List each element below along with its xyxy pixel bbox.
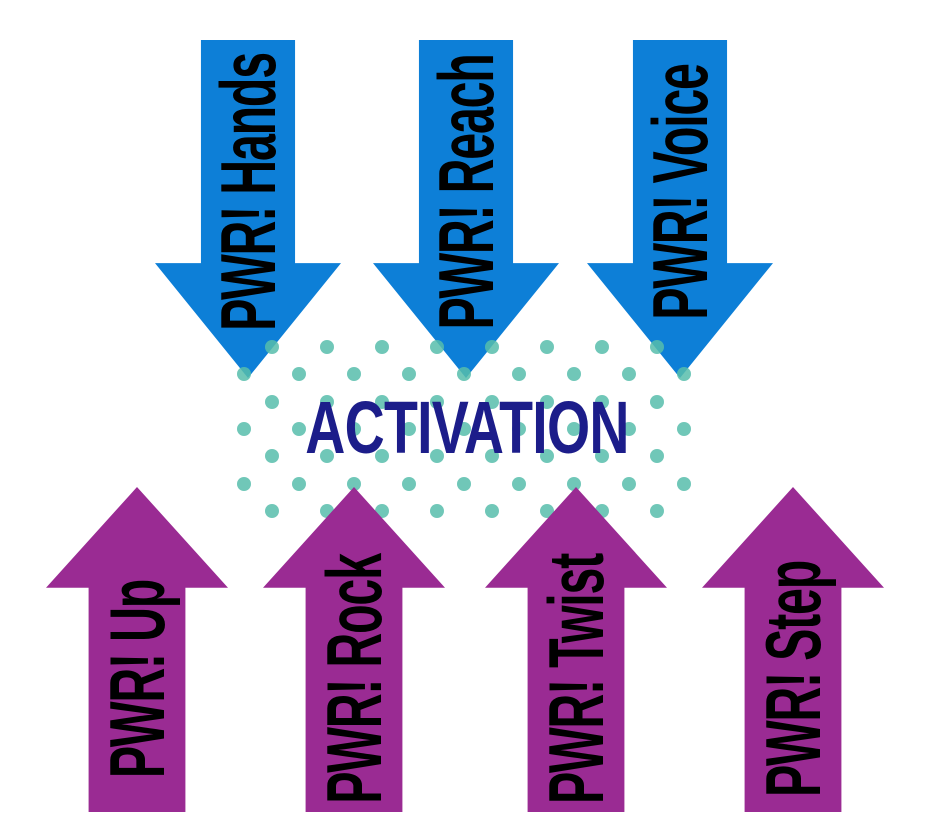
teal-dot [650, 394, 664, 409]
teal-dot [292, 421, 306, 436]
teal-dot [622, 476, 636, 491]
arrow-label-pwr-reach: PWR! Reach [422, 54, 510, 330]
teal-dot [265, 503, 279, 518]
arrow-up-pwr-up: PWR! Up [46, 487, 228, 812]
arrow-down-pwr-voice: PWR! Voice [587, 40, 773, 378]
teal-dot [512, 476, 526, 491]
arrow-label-pwr-rock: PWR! Rock [310, 554, 398, 804]
arrow-down-pwr-hands: PWR! Hands [155, 40, 341, 378]
arrow-up-pwr-rock: PWR! Rock [263, 487, 445, 812]
teal-dot [402, 367, 416, 382]
arrow-down-pwr-reach: PWR! Reach [373, 40, 559, 378]
teal-dot [430, 503, 444, 518]
teal-dot [237, 421, 251, 436]
teal-dot [677, 421, 691, 436]
teal-dot [650, 449, 664, 464]
arrow-label-pwr-step: PWR! Step [749, 560, 837, 797]
teal-dot [567, 476, 581, 491]
teal-dot [457, 476, 471, 491]
teal-dot [650, 503, 664, 518]
teal-dot [677, 476, 691, 491]
arrow-label-pwr-twist: PWR! Twist [532, 553, 620, 804]
teal-dot [567, 367, 581, 382]
arrow-label-pwr-hands: PWR! Hands [204, 53, 292, 331]
teal-dot [512, 367, 526, 382]
teal-dot [320, 340, 334, 354]
teal-dot [402, 476, 416, 491]
teal-dot [292, 476, 306, 491]
teal-dot [347, 367, 361, 382]
teal-dot [540, 340, 554, 354]
teal-dot [622, 367, 636, 382]
arrow-label-pwr-voice: PWR! Voice [636, 64, 724, 320]
teal-dot [265, 394, 279, 409]
activation-title: ACTIVATION [305, 386, 629, 469]
teal-dot [485, 503, 499, 518]
arrow-up-pwr-twist: PWR! Twist [485, 487, 667, 812]
arrow-label-pwr-up: PWR! Up [93, 579, 181, 778]
teal-dot [595, 340, 609, 354]
teal-dot [375, 340, 389, 354]
teal-dot [237, 476, 251, 491]
teal-dot [265, 449, 279, 464]
arrow-up-pwr-step: PWR! Step [702, 487, 884, 812]
teal-dot [292, 367, 306, 382]
